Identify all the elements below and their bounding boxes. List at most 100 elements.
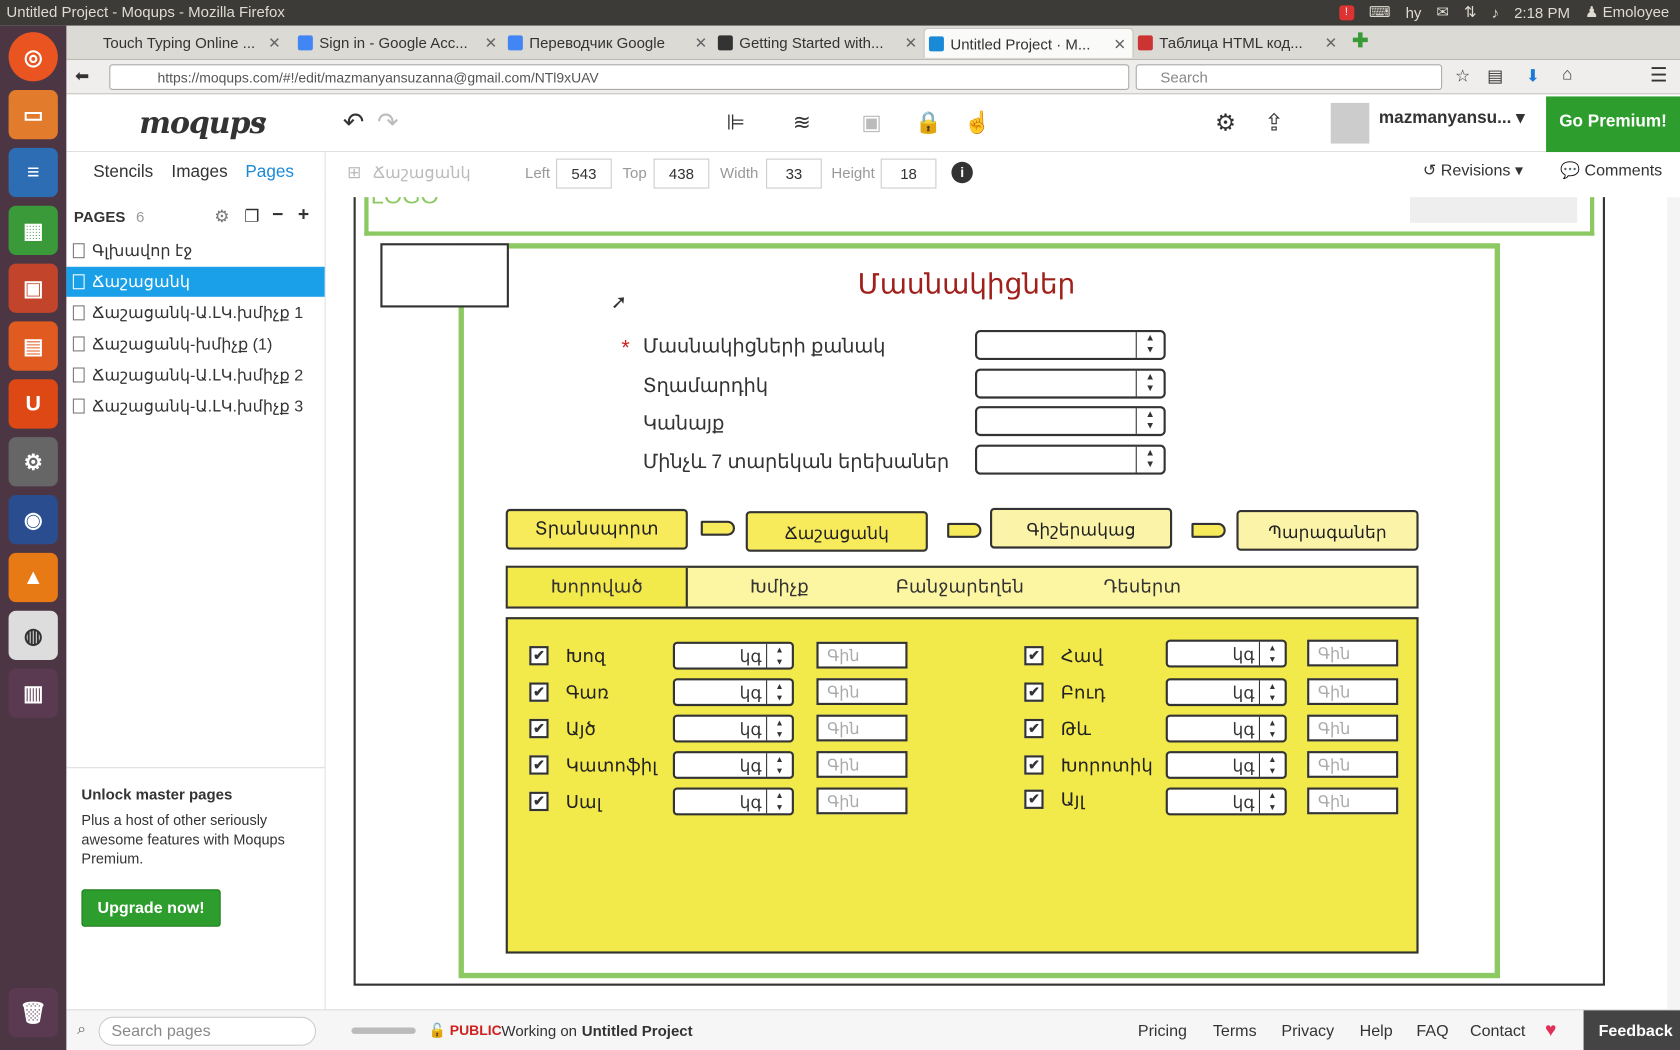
canvas[interactable]: LOGO Մասնակիցներ * Մասնակիցների քանակ Տղ… — [325, 197, 1680, 1010]
step-button[interactable]: Տրանսպորտ — [505, 508, 688, 550]
browser-tab[interactable]: Touch Typing Online ...✕ — [102, 34, 281, 52]
avatar[interactable] — [1330, 102, 1370, 144]
item-checkbox[interactable]: ✔ — [529, 718, 549, 739]
settings-icon[interactable]: ⚙ — [8, 437, 58, 487]
page-item[interactable]: Ճաշացանկ-Ա.ԼԿ.խմիչք 3 — [66, 391, 324, 421]
item-checkbox[interactable]: ✔ — [529, 791, 549, 812]
tab-images[interactable]: Images — [171, 162, 228, 182]
width-input[interactable]: 33 — [766, 158, 822, 189]
height-input[interactable]: 18 — [880, 158, 937, 189]
clock[interactable]: 2:18 PM — [1514, 3, 1570, 21]
price-input[interactable]: Գին — [816, 787, 908, 815]
wire-content-frame[interactable] — [458, 243, 1501, 979]
browser-tab[interactable]: Переводчик Google✕ — [504, 28, 714, 58]
stepper-arrows-icon[interactable]: ▲▼ — [766, 753, 792, 777]
item-checkbox[interactable]: ✔ — [1024, 646, 1044, 666]
undo-icon[interactable]: ↶ — [342, 108, 365, 138]
revisions-button[interactable]: ↺ Revisions ▾ — [1422, 161, 1524, 181]
public-badge[interactable]: 🔓 PUBLIC — [428, 1022, 502, 1039]
page-item[interactable]: Ճաշացանկ-խմիչք (1) — [66, 329, 324, 359]
interaction-icon[interactable]: ☝ — [964, 111, 991, 136]
heart-icon[interactable]: ♥ — [1545, 1018, 1557, 1041]
footer-link-help[interactable]: Help — [1359, 1022, 1393, 1041]
item-checkbox[interactable]: ✔ — [1024, 718, 1044, 739]
quantity-stepper[interactable]: կգ▲▼ — [672, 641, 794, 670]
step-button-active[interactable]: Ճաշացանկ — [745, 511, 928, 552]
number-stepper[interactable]: ▲▼ — [975, 330, 1166, 361]
firefox-icon[interactable]: ◉ — [8, 495, 58, 545]
footer-link-faq[interactable]: FAQ — [1416, 1022, 1449, 1041]
price-input[interactable]: Գին — [1307, 787, 1399, 815]
number-stepper[interactable]: ▲▼ — [975, 444, 1166, 475]
trash-icon[interactable]: 🗑 — [8, 987, 58, 1038]
upgrade-button[interactable]: Upgrade now! — [81, 889, 221, 927]
item-checkbox[interactable]: ✔ — [1024, 682, 1044, 702]
impress-icon[interactable]: ▣ — [8, 263, 58, 313]
quantity-stepper[interactable]: կգ▲▼ — [1165, 787, 1287, 816]
close-tab-icon[interactable]: ✕ — [1324, 34, 1338, 52]
vertical-scrollbar[interactable] — [1667, 197, 1680, 1010]
price-input[interactable]: Գին — [1307, 639, 1399, 667]
feedback-button[interactable]: Feedback — [1583, 1010, 1680, 1050]
tab-pages[interactable]: Pages — [245, 162, 294, 182]
go-premium-button[interactable]: Go Premium! — [1546, 96, 1680, 153]
quantity-stepper[interactable]: կգ▲▼ — [672, 787, 794, 816]
update-icon[interactable]: ! — [1338, 4, 1354, 20]
price-input[interactable]: Գին — [816, 751, 908, 778]
ubuntu-dash-icon[interactable]: ◎ — [8, 32, 58, 82]
stepper-arrows-icon[interactable]: ▲▼ — [766, 716, 792, 741]
user-menu[interactable]: ♟ Emoloyee — [1584, 3, 1670, 21]
item-checkbox[interactable]: ✔ — [1024, 755, 1044, 775]
writer-icon[interactable]: ≡ — [8, 147, 58, 198]
project-name[interactable]: Untitled Project — [581, 1022, 693, 1040]
price-input[interactable]: Գին — [816, 641, 908, 669]
search-pages-input[interactable]: Search pages — [98, 1016, 317, 1046]
comments-button[interactable]: 💬 Comments — [1560, 161, 1663, 181]
number-stepper[interactable]: ▲▼ — [975, 406, 1166, 437]
quantity-stepper[interactable]: կգ▲▼ — [1165, 751, 1287, 779]
page-item-selected[interactable]: Ճաշացանկ — [66, 266, 325, 297]
browser-tab-active[interactable]: Untitled Project · M...✕ — [923, 27, 1134, 58]
page-settings-icon[interactable]: ⚙ — [214, 207, 230, 227]
remove-page-icon[interactable]: − — [272, 203, 284, 226]
wire-logo[interactable]: LOGO — [371, 197, 439, 210]
workspace-icon[interactable]: ▥ — [8, 668, 58, 718]
item-checkbox[interactable]: ✔ — [529, 755, 549, 775]
align-icon[interactable]: ⊫ — [726, 111, 746, 136]
duplicate-page-icon[interactable]: ❐ — [244, 207, 260, 227]
step-button[interactable]: Գիշերակաց — [990, 507, 1173, 549]
logo-menu-chevron-icon[interactable]: ▼ — [257, 115, 269, 129]
wire-box[interactable] — [380, 243, 509, 308]
stepper-arrows-icon[interactable]: ▲▼ — [1135, 332, 1164, 358]
footer-link-pricing[interactable]: Pricing — [1137, 1022, 1187, 1041]
footer-link-contact[interactable]: Contact — [1470, 1022, 1526, 1041]
reading-list-icon[interactable]: ▤ — [1487, 67, 1504, 86]
browser-tab[interactable]: Getting Started with...✕ — [714, 28, 924, 58]
network-icon[interactable]: ⇅ — [1464, 3, 1477, 21]
wire-tab[interactable]: Դեսերտ — [1103, 576, 1182, 597]
zoom-slider[interactable] — [351, 1027, 416, 1034]
price-input[interactable]: Գին — [1307, 714, 1399, 742]
language-indicator[interactable]: hy — [1405, 3, 1422, 21]
stepper-arrows-icon[interactable]: ▲▼ — [1135, 370, 1164, 397]
quantity-stepper[interactable]: կգ▲▼ — [672, 678, 794, 707]
wire-tab-active[interactable]: Խորոված — [507, 567, 688, 607]
bookmark-star-icon[interactable]: ☆ — [1455, 67, 1471, 86]
close-tab-icon[interactable]: ✕ — [904, 34, 918, 52]
price-input[interactable]: Գին — [816, 714, 908, 742]
keyboard-icon[interactable]: ⌨ — [1368, 3, 1391, 21]
left-input[interactable]: 543 — [556, 158, 612, 189]
calc-icon[interactable]: ▦ — [8, 205, 58, 256]
stepper-arrows-icon[interactable]: ▲▼ — [766, 680, 792, 704]
stepper-arrows-icon[interactable]: ▲▼ — [1258, 680, 1285, 704]
browser-tab[interactable]: Таблица HTML код...✕ — [1134, 28, 1344, 58]
settings-gear-icon[interactable]: ⚙ — [1215, 109, 1237, 137]
stepper-arrows-icon[interactable]: ▲▼ — [1258, 753, 1285, 777]
info-icon[interactable]: i — [951, 161, 973, 184]
mail-icon[interactable]: ✉ — [1436, 3, 1450, 21]
layers-icon[interactable]: ≋ — [792, 111, 811, 136]
stepper-arrows-icon[interactable]: ▲▼ — [766, 643, 792, 668]
quantity-stepper[interactable]: կգ▲▼ — [672, 751, 794, 779]
page-item[interactable]: Գլխավոր էջ — [66, 236, 324, 266]
wire-tab[interactable]: Խմիչք — [750, 576, 809, 597]
